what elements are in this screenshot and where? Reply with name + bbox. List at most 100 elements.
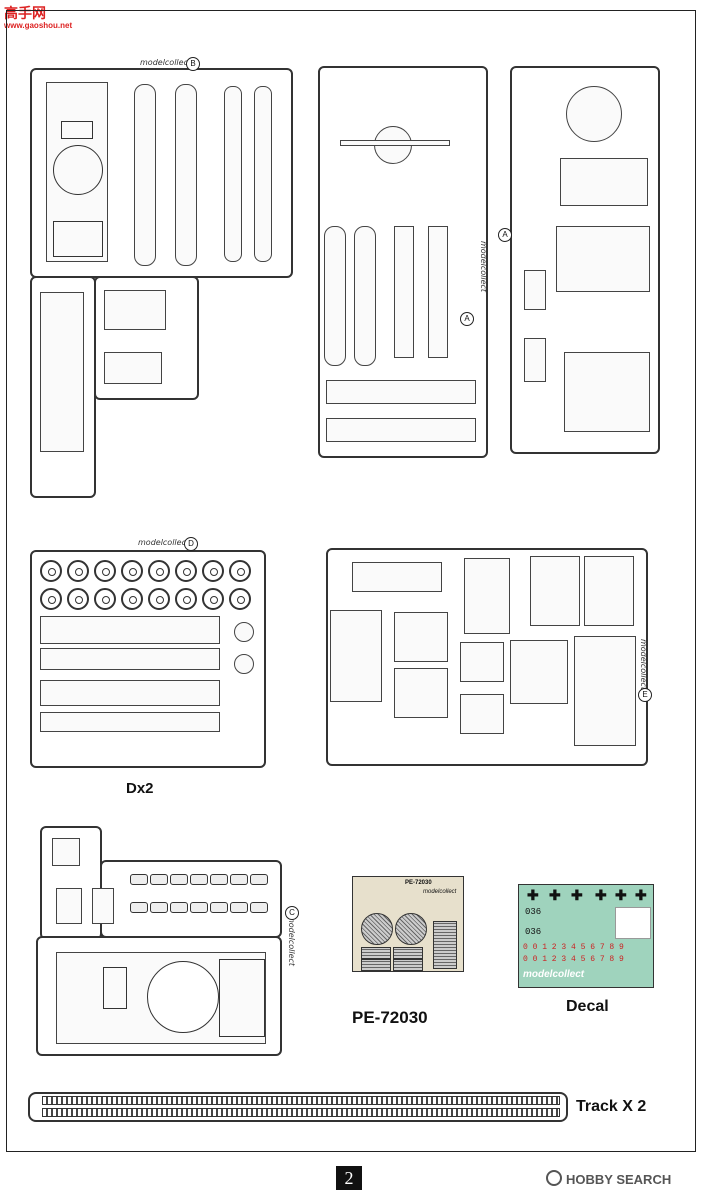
road-wheel-part [202,588,224,610]
road-wheel-part [229,588,251,610]
engine-detail-part [510,640,568,704]
gun-rail-part [464,558,510,634]
engine-block-part [560,158,648,206]
fuel-tank-part [460,642,504,682]
road-wheel-part [40,588,62,610]
caption-photo-etch: PE-72030 [352,1008,428,1027]
pe-round-grille [395,913,427,945]
balkenkreuz-decal: ✚ [527,887,539,903]
road-wheel-part [40,560,62,582]
road-wheel-part [121,588,143,610]
fender-right-part [175,84,197,266]
pe-brand: modelcollect [423,889,457,895]
hull-deck-part [56,952,266,1044]
road-wheel-part [229,560,251,582]
road-wheel-part [175,560,197,582]
pe-mesh-panel [361,947,391,959]
white-panel-decal [615,907,651,939]
watermark: HOBBY SEARCH [546,1170,671,1187]
gun-cradle-right-part [428,226,448,358]
sprue-b-tag: B [186,57,200,71]
road-wheel-part [175,588,197,610]
track-link-part [150,874,168,885]
sprue-e-brand: modelcollect [639,638,649,691]
track-sprue-bar [28,1092,568,1122]
road-wheel-part [148,588,170,610]
caption-decal: Decal [566,998,609,1015]
sprue-a-2-tag: A [498,228,512,242]
hull-floor-part [40,292,84,452]
track-link-part [170,874,188,885]
track-link-part [190,874,208,885]
track-run [42,1096,560,1105]
axle-arm-part [340,140,450,146]
rear-plate-part [104,352,162,384]
road-wheel-part [67,588,89,610]
hull-rear-part [574,636,636,746]
transmission-part [556,226,650,292]
vision-block-part [352,562,442,592]
track-run [42,1108,560,1117]
track-link-part [230,874,248,885]
decal-sheet: ✚ ✚ ✚ ✚ ✚ ✚ 036 036 0 0 1 2 3 4 5 6 7 8 … [518,884,654,988]
bracket-part [330,610,382,702]
track-link-part [210,902,228,913]
photo-etch-fret: PE-72030 modelcollect [352,876,464,972]
fuel-tank-part [460,694,504,734]
track-link-part [150,902,168,913]
page-number: 2 [344,1168,354,1188]
sprue-d-brand: modelcollect [138,538,190,547]
decal-brand: modelcollect [523,969,585,980]
sprue-a-tag: A [460,312,474,326]
small-parts-group [104,290,166,330]
hull-top-part [46,82,108,262]
storage-box-part [56,888,82,924]
balkenkreuz-decal: ✚ [595,887,607,903]
caption-dx2: Dx2 [126,780,154,797]
bracket-row-part [326,380,476,404]
balkenkreuz-decal: ✚ [615,887,627,903]
track-link-part [250,902,268,913]
caption-track: Track X 2 [576,1098,647,1115]
digits-decal: 0 0 1 2 3 4 5 6 7 8 9 [523,943,624,952]
sprocket-part [234,622,254,642]
balkenkreuz-decal: ✚ [571,887,583,903]
watermark-text: HOBBY SEARCH [566,1172,672,1187]
unit-number-decal: 036 [525,927,542,937]
pe-mesh-panel [393,959,423,971]
balkenkreuz-decal: ✚ [635,887,647,903]
fender-left-part [134,84,156,266]
track-link-part [250,874,268,885]
sprue-c-brand: modelcollect [287,914,297,967]
suspension-arms-row [40,648,220,670]
storage-box-part [92,888,114,924]
bracket-row-part [326,418,476,442]
hatch-part [103,967,127,1009]
unit-number-decal: 036 [525,907,542,917]
road-wheel-part [67,560,89,582]
shield-plate-part [564,352,650,432]
pe-mesh-strip [433,921,457,969]
armor-plate-part [584,556,634,626]
gun-cradle-left-part [394,226,414,358]
ladder-part [524,270,546,310]
road-wheel-part [148,560,170,582]
side-skirt-left-part [224,86,242,262]
engine-deck-part [53,221,103,257]
turret-top-part [566,86,622,142]
armor-plate-part [530,556,580,626]
hatch-part [61,121,93,139]
sprue-b-brand: modelcollect [140,58,192,67]
sprue-c-top [100,860,282,938]
turret-opening [147,961,219,1033]
watermark-icon [546,1170,562,1186]
balkenkreuz-decal: ✚ [549,887,561,903]
digits-decal: 0 0 1 2 3 4 5 6 7 8 9 [523,955,624,964]
site-logo-url: www.gaoshou.net [4,21,73,30]
road-wheel-part [202,560,224,582]
page-number-box: 2 [336,1166,362,1190]
torsion-bar-row [40,712,220,732]
barrel-half-left-part [324,226,346,366]
track-link-part [230,902,248,913]
idler-parts-row [40,680,220,706]
